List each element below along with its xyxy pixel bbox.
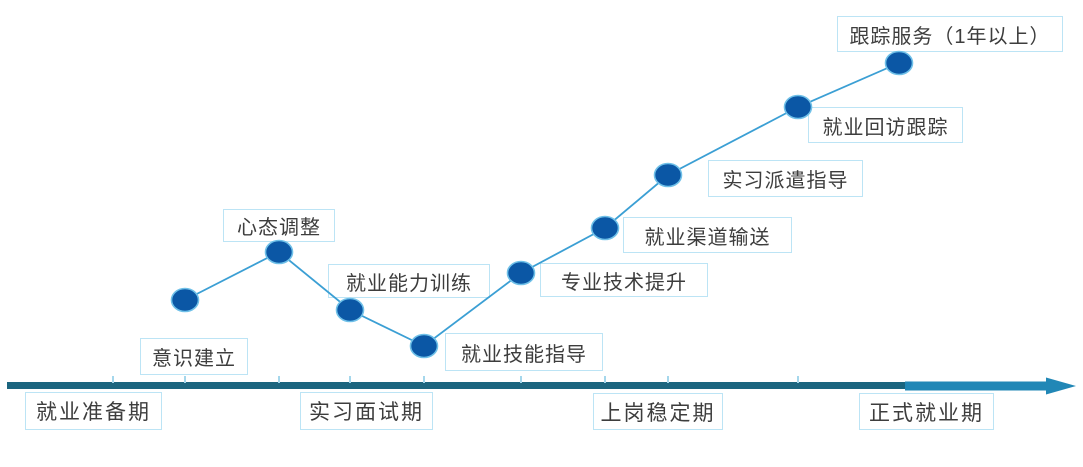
milestone-label: 心态调整 [223, 209, 335, 242]
phase-label: 实习面试期 [300, 392, 433, 430]
milestone-label: 意识建立 [140, 338, 248, 375]
phase-label: 正式就业期 [859, 393, 994, 430]
milestone-label: 就业技能指导 [445, 333, 603, 371]
milestone-label: 专业技术提升 [540, 263, 708, 297]
milestone-label: 就业能力训练 [328, 264, 490, 298]
milestone-label: 跟踪服务（1年以上） [837, 16, 1063, 52]
milestone-label: 实习派遣指导 [708, 160, 863, 197]
milestone-label: 就业回访跟踪 [808, 107, 963, 143]
milestone-label: 就业渠道输送 [623, 217, 792, 253]
phase-label: 就业准备期 [25, 392, 162, 430]
phase-label: 上岗稳定期 [593, 393, 723, 430]
